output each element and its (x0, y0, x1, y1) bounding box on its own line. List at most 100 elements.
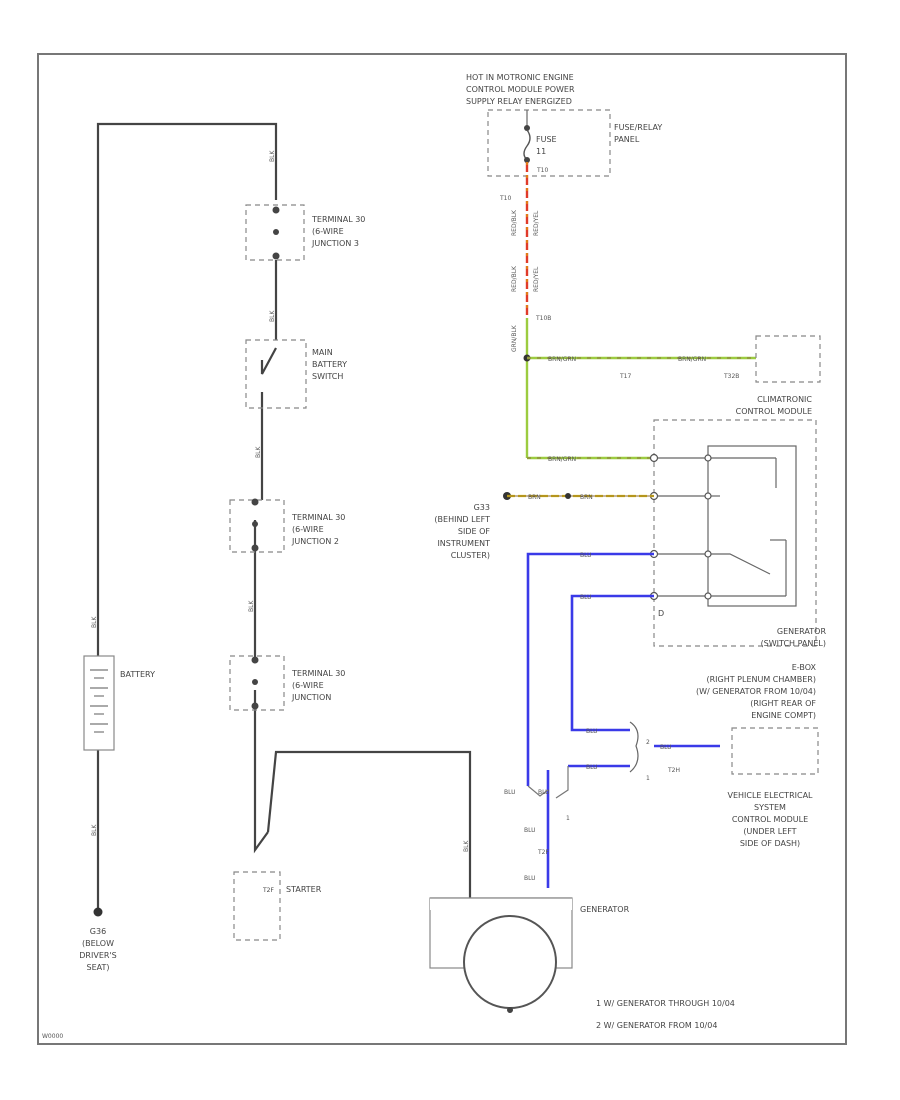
wire-label-brn-grn-2: BRN/GRN (678, 356, 706, 363)
battery-label: BATTERY (120, 670, 155, 679)
wire-label-red-blk-1: RED/BLK (511, 209, 518, 236)
diagram-id: W0000 (42, 1033, 63, 1040)
ground-left-line4: SEAT) (87, 963, 110, 972)
bracket-connector (629, 721, 639, 773)
terminal-30-2-line2: (6-WIRE (292, 525, 324, 534)
wire-label-blk-4: BLK (248, 600, 255, 612)
marker-1-upper: 1 (646, 775, 650, 782)
wire-label-brn-2: BRN (580, 494, 593, 501)
terminal-30-junction (229, 655, 285, 711)
switch-internals (654, 445, 797, 607)
wire-label-brn-grn-3: BRN/GRN (548, 456, 576, 463)
wire-label-blu-8: BLU (524, 827, 536, 834)
fuse-label: FUSE (536, 135, 557, 144)
terminal-30-3-line1: TERMINAL 30 (311, 215, 365, 224)
g33-line2: (BEHIND LEFT (434, 515, 490, 524)
terminal-30-2-line3: JUNCTION 2 (291, 537, 339, 546)
battery-switch-line1: MAIN (312, 348, 333, 357)
wire-label-blk-5: BLK (91, 616, 98, 628)
g33-line4: INSTRUMENT (437, 539, 490, 548)
wire-label-blu-5: BLU (660, 744, 672, 751)
g33-line1: G33 (474, 503, 490, 512)
splice-dot (565, 493, 571, 499)
vehicle-electrical-line5: SIDE OF DASH) (740, 839, 800, 848)
pin-d-label: D (658, 609, 664, 618)
vehicle-electrical-module (731, 727, 819, 775)
generator-switch-line1: GENERATOR (777, 627, 827, 636)
vehicle-electrical-line1: VEHICLE ELECTRICAL (727, 791, 813, 800)
connector-t32b: T32B (723, 373, 739, 380)
terminal-30-3-line2: (6-WIRE (312, 227, 344, 236)
vehicle-electrical-line3: CONTROL MODULE (732, 815, 808, 824)
wire-label-blk-6: BLK (91, 824, 98, 836)
wire-label-blu-6: BLU (504, 789, 516, 796)
wire-label-blu-9: BLU (524, 875, 536, 882)
junction-dot (251, 702, 259, 710)
wire-label-blk-2: BLK (269, 310, 276, 322)
vehicle-electrical-line2: SYSTEM (754, 803, 786, 812)
fuse-symbol (523, 129, 531, 161)
climatronic-control-module (653, 419, 817, 647)
fuse-terminal (524, 157, 530, 163)
wire-label-brn-grn-1: BRN/GRN (548, 356, 576, 363)
footnote-1: 1 W/ GENERATOR THROUGH 10/04 (596, 999, 735, 1008)
ebox-line2: (RIGHT PLENUM CHAMBER) (706, 675, 816, 684)
wire-label-grn-blk: GRN/BLK (511, 324, 518, 352)
junction-dot (251, 544, 259, 552)
generator-label: GENERATOR (580, 905, 630, 914)
main-battery-switch (245, 339, 307, 409)
ground-left-line2: (BELOW (82, 939, 114, 948)
hot-note-line2: CONTROL MODULE POWER (466, 85, 575, 94)
ebox-line5: ENGINE COMPT) (751, 711, 816, 720)
fuse-terminal (524, 125, 530, 131)
wire-label-blu-7: BLU (538, 789, 550, 796)
starter (233, 871, 281, 941)
junction-dot (251, 656, 259, 664)
ground-left-line1: G36 (90, 927, 106, 936)
ground-point (93, 907, 103, 917)
wire-label-blu-4: BLU (586, 764, 598, 771)
terminal-30-1-line2: (6-WIRE (292, 681, 324, 690)
wire-label-red-yel-1: RED/YEL (533, 210, 540, 236)
g33-line5: CLUSTER) (451, 551, 490, 560)
generator-ground (507, 1007, 513, 1013)
junction-dot (272, 206, 280, 214)
fuse-number: 11 (536, 147, 546, 156)
footnote-2: 2 W/ GENERATOR FROM 10/04 (596, 1021, 717, 1030)
terminal-30-junction-3 (245, 204, 305, 261)
ebox-line3: (W/ GENERATOR FROM 10/04) (696, 687, 816, 696)
wire-blu-jog (555, 766, 569, 799)
connector-t2f: T2F (537, 849, 549, 856)
g33-line3: SIDE OF (458, 527, 490, 536)
device-right-top (755, 335, 821, 383)
junction-dot (251, 498, 259, 506)
terminal-30-1-line3: JUNCTION (291, 693, 331, 702)
battery-body (83, 655, 115, 751)
connector-t17: T17 (619, 373, 631, 380)
hot-note-line3: SUPPLY RELAY ENERGIZED (466, 97, 572, 106)
wire-label-blu-2: BLU (580, 594, 592, 601)
connector-t2h: T2H (667, 767, 680, 774)
wire-blu (526, 552, 720, 888)
connector-t10b: T10B (535, 315, 551, 322)
marker-2-upper: 2 (646, 739, 650, 746)
vehicle-electrical-line4: (UNDER LEFT (743, 827, 796, 836)
fuse-panel-line1: FUSE/RELAY (614, 123, 662, 132)
generator-symbol (463, 915, 557, 1009)
junction-dot (252, 679, 258, 685)
wire-label-red-yel-2: RED/YEL (533, 266, 540, 292)
terminal-30-2-line1: TERMINAL 30 (291, 513, 345, 522)
ebox-line4: (RIGHT REAR OF (750, 699, 816, 708)
battery-cells (90, 669, 108, 733)
wire-label-brn-1: BRN (528, 494, 541, 501)
wire-label-blu-3: BLU (586, 728, 598, 735)
wire-label-blk-3: BLK (255, 446, 262, 458)
ebox-line1: E-BOX (792, 663, 817, 672)
switch-pins (649, 453, 712, 601)
starter-terminal: T2F (262, 887, 274, 894)
wire-label-blu-1: BLU (580, 552, 592, 559)
battery-circuit (96, 122, 472, 912)
battery-switch-line3: SWITCH (312, 372, 343, 381)
junction-dot (273, 229, 279, 235)
